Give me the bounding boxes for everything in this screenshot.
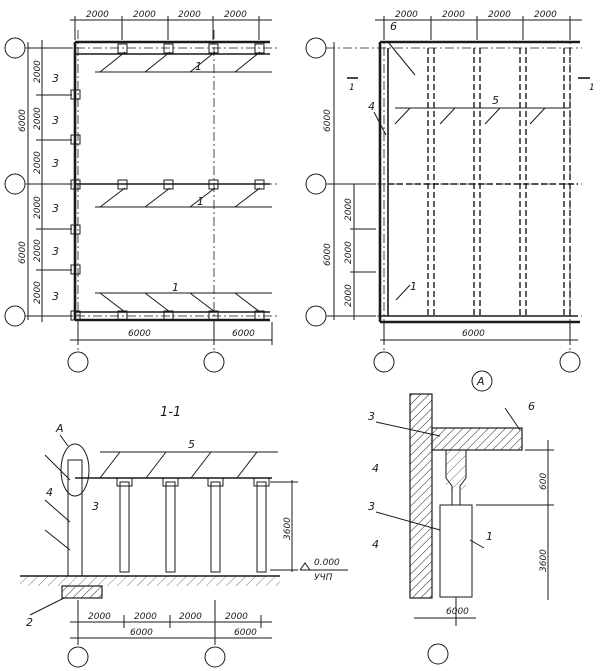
dim-top: 2000 <box>86 10 109 20</box>
section-mark: 1 <box>589 83 595 93</box>
dim-left-overall: 6000 <box>323 109 333 132</box>
dim-left-overall: 6000 <box>18 109 28 132</box>
axis-bubble <box>203 351 225 373</box>
detail-ref: A <box>55 422 64 435</box>
dim-bottom: 2000 <box>179 612 202 622</box>
dim-left: 2000 <box>33 281 43 304</box>
callout-2: 2 <box>26 616 33 629</box>
dim-left: 2000 <box>33 151 43 174</box>
section-columns <box>116 477 270 573</box>
dim-bottom: 6000 <box>462 329 485 339</box>
callout-6: 6 <box>390 20 397 33</box>
dim-top: 2000 <box>224 10 247 20</box>
section-title: 1-1 <box>160 405 181 420</box>
level-mark: 0.000 <box>314 558 340 568</box>
dim-top: 2000 <box>178 10 201 20</box>
dim-bottom: 2000 <box>88 612 111 622</box>
plan-top-right: 1 1 2000 2000 2000 2000 6000 6000 2000 2… <box>305 10 595 373</box>
dim-left: 2000 <box>344 198 354 221</box>
dim-bottom: 6000 <box>446 607 469 617</box>
callout-3: 3 <box>92 500 99 513</box>
dim-top: 2000 <box>133 10 156 20</box>
detail-a: A 3 6 4 3 4 1 600 3600 6000 <box>368 370 554 665</box>
callout-3: 3 <box>368 500 375 513</box>
beam-label: 1 <box>197 195 204 208</box>
dim-left: 2000 <box>344 241 354 264</box>
axis-bubble <box>4 173 26 195</box>
height-dim: 3600 <box>283 517 293 540</box>
dim-left-overall: 6000 <box>18 241 28 264</box>
dim-left: 2000 <box>33 60 43 83</box>
dim-top: 2000 <box>442 10 465 20</box>
level-note: УЧП <box>314 573 333 583</box>
callout-3: 3 <box>368 410 375 423</box>
dim-left-overall: 6000 <box>323 243 333 266</box>
dim-left: 2000 <box>33 196 43 219</box>
callout-3: 3 <box>52 114 59 127</box>
dim-bottom: 2000 <box>134 612 157 622</box>
beam-label: 1 <box>172 281 179 294</box>
axis-bubble <box>4 37 26 59</box>
callout-3: 3 <box>52 290 59 303</box>
dim-top: 2000 <box>534 10 557 20</box>
dim-top: 2000 <box>395 10 418 20</box>
dim-top: 2000 <box>488 10 511 20</box>
callout-4: 4 <box>46 486 53 499</box>
dim-bottom: 6000 <box>128 329 151 339</box>
plan-top-left: 2000 2000 2000 2000 2000 2000 2000 2000 … <box>4 10 278 373</box>
dim-left: 2000 <box>33 239 43 262</box>
dim-bottom-overall: 6000 <box>130 628 153 638</box>
detail-title: A <box>476 375 485 388</box>
callout-3: 3 <box>52 202 59 215</box>
axis-bubble <box>67 351 89 373</box>
dim-right: 3600 <box>539 549 549 572</box>
callout-5: 5 <box>188 438 195 451</box>
dim-left: 2000 <box>344 284 354 307</box>
callout-1: 1 <box>486 530 493 543</box>
dim-bottom: 6000 <box>232 329 255 339</box>
callout-4: 4 <box>372 462 379 475</box>
dim-right: 600 <box>539 473 549 490</box>
column-row-top <box>117 43 265 54</box>
callout-3: 3 <box>52 72 59 85</box>
section-1-1: 1-1 A 5 4 3 <box>20 405 348 668</box>
dim-bottom: 2000 <box>225 612 248 622</box>
callout-1: 1 <box>410 280 417 293</box>
dim-bottom-overall: 6000 <box>234 628 257 638</box>
axis-bubble <box>4 305 26 327</box>
callout-3: 3 <box>52 157 59 170</box>
callout-3: 3 <box>52 245 59 258</box>
callout-4: 4 <box>372 538 379 551</box>
callout-4: 4 <box>368 100 375 113</box>
callout-6: 6 <box>528 400 535 413</box>
section-mark: 1 <box>349 83 355 93</box>
beam-label: 1 <box>195 60 202 73</box>
dim-left: 2000 <box>33 107 43 130</box>
slab-leaders <box>95 51 272 313</box>
callout-5: 5 <box>492 94 499 107</box>
